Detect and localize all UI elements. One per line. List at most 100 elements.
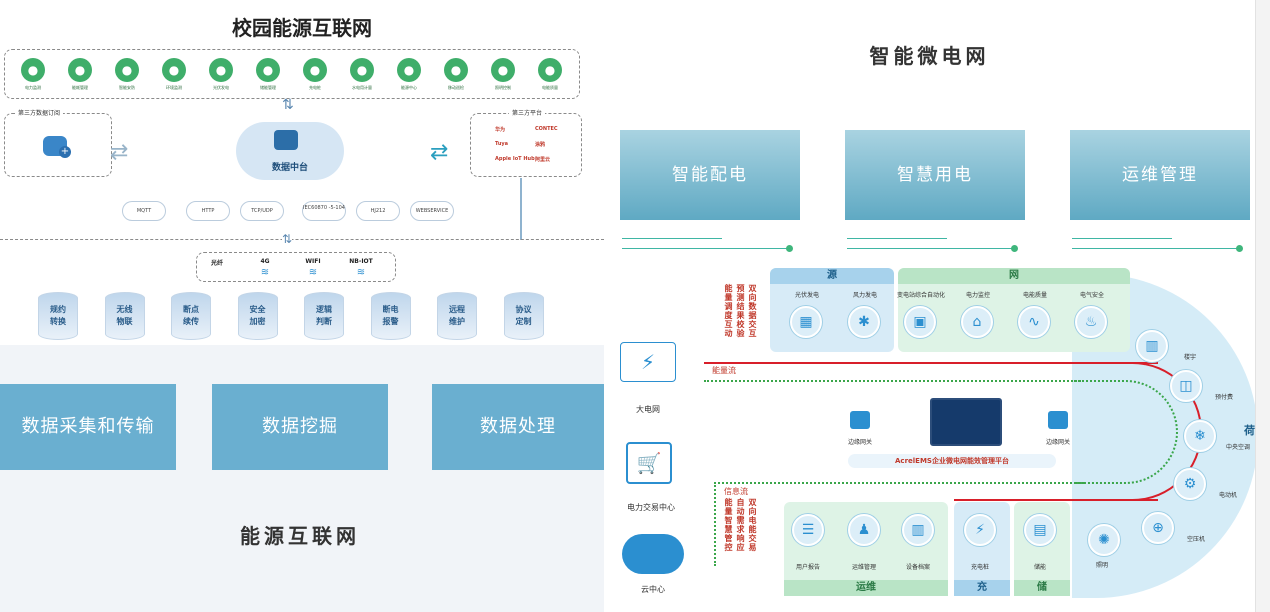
bottom-item-icon-2[interactable]: ▥ [902,514,934,546]
top-icon-label-7: 水电用计量 [352,85,372,90]
wifi-icon-2: ≋ [308,267,318,278]
gateway-right-label: 边缘网关 [1045,439,1070,446]
underline-short-0 [622,238,722,239]
cloud-center-label: 云中心 [641,585,665,594]
left-right-arrow-icon-2: ⇄ [430,140,449,165]
grid-item-label-2: 电能质量 [1022,292,1047,299]
load-item-label-0: 楼宇 [1183,354,1196,361]
underline-long-2 [1072,248,1240,249]
grid-item-icon-1[interactable]: ⌂ [961,306,993,338]
protocol-cloud-4: HJ212 [356,201,400,221]
load-item-icon-0[interactable]: ▥ [1136,330,1168,362]
underline-long-1 [847,248,1015,249]
load-item-label-1: 预付费 [1214,394,1233,401]
wifi-icon-3: ≋ [356,267,366,278]
bottom-item-icon-3[interactable]: ⚡ [964,514,996,546]
top-icon-7[interactable]: ● [350,58,374,82]
left-panel: 校园能源互联网 ●电力监测●能耗管理●智能安防●环境监测●光伏发电●储能管理●充… [0,0,604,612]
energy-flow-label: 能量流 [712,366,736,375]
vertical-scrollbar[interactable] [1255,0,1270,612]
underline-long-0 [622,248,790,249]
protocol-cloud-0: MQTT [122,201,166,221]
micro-grid-button-1[interactable]: 智慧用电 [845,130,1025,220]
bottom-item-icon-4[interactable]: ▤ [1024,514,1056,546]
vertical-text-bottom-0: 能量智慧管控 [724,498,733,552]
top-icon-5[interactable]: ● [256,58,280,82]
source-header: 源 [770,268,894,284]
third-party-data-box: 第三方数据订阅 + [4,108,112,177]
source-item-icon-1[interactable]: ✱ [848,306,880,338]
top-icon-9[interactable]: ● [444,58,468,82]
top-icon-6[interactable]: ● [303,58,327,82]
wifi-icon-1: ≋ [260,267,270,278]
gateway-left-label: 边缘网关 [847,439,872,446]
info-bus-bottom [714,482,1084,484]
top-icon-8[interactable]: ● [397,58,421,82]
top-icon-1[interactable]: ● [68,58,92,82]
micro-grid-button-2[interactable]: 运维管理 [1070,130,1250,220]
bottom-item-label-1: 运维管理 [851,564,876,571]
bottom-item-label-4: 储能 [1033,564,1046,571]
grid-item-icon-0[interactable]: ▣ [904,306,936,338]
load-item-icon-2[interactable]: ❄ [1184,420,1216,452]
grid-item-icon-3[interactable]: ♨ [1075,306,1107,338]
load-item-icon-4[interactable]: ⊕ [1142,512,1174,544]
underline-short-2 [1072,238,1172,239]
bottom-item-icon-0[interactable]: ☰ [792,514,824,546]
top-icon-label-2: 智能安防 [119,85,135,90]
load-item-label-3: 电动机 [1218,492,1237,499]
data-center-cloud: 数据中台 [236,122,344,180]
micro-grid-button-0[interactable]: 智能配电 [620,130,800,220]
vertical-arrow-icon-2: ⇅ [282,232,293,246]
top-icon-label-3: 环境监测 [166,85,182,90]
function-cylinder-1 [104,292,145,340]
top-icon-label-4: 光伏发电 [213,85,229,90]
third-party-data-title: 第三方数据订阅 [15,108,64,117]
server-icon [274,130,298,150]
platform-logo-5: 阿里云 [535,157,551,163]
function-cylinder-0 [38,292,78,340]
bottom-item-icon-1[interactable]: ♟ [848,514,880,546]
load-item-icon-3[interactable]: ⚙ [1174,468,1206,500]
top-icon-11[interactable]: ● [538,58,562,82]
function-cylinder-5 [370,292,411,340]
top-icon-label-0: 电力监测 [25,85,41,90]
gateway-left-icon [850,411,870,429]
info-bus-curve [1074,380,1178,484]
cloud-center-icon [622,534,684,574]
underline-dot-0 [786,245,793,252]
top-icon-label-5: 储能管理 [260,85,276,90]
platform-logo-2: Tuya [495,141,509,147]
left-button-2[interactable]: 数据处理 [432,384,604,470]
source-item-label-0: 光伏发电 [794,292,819,299]
load-item-label-5: 照明 [1095,562,1108,569]
load-header: 荷 [1244,424,1255,437]
third-party-platform-title: 第三方平台 [509,108,546,117]
top-icon-2[interactable]: ● [115,58,139,82]
load-item-icon-1[interactable]: ◫ [1170,370,1202,402]
bottom-item-label-0: 用户报告 [795,564,820,571]
data-center-label: 数据中台 [271,163,308,173]
underline-dot-2 [1236,245,1243,252]
left-button-1[interactable]: 数据挖掘 [212,384,388,470]
divider-line [0,239,604,240]
grid-item-icon-2[interactable]: ∿ [1018,306,1050,338]
load-item-icon-5[interactable]: ✺ [1088,524,1120,556]
info-bus-left [714,482,716,566]
function-cylinder-2 [171,292,211,340]
top-icon-0[interactable]: ● [21,58,45,82]
top-icon-4[interactable]: ● [209,58,233,82]
top-icon-3[interactable]: ● [162,58,186,82]
left-button-0[interactable]: 数据采集和传输 [0,384,176,470]
plus-icon: + [59,146,71,158]
function-cylinder-6 [437,292,477,340]
charge-footer: 充 [954,580,1010,596]
top-icon-10[interactable]: ● [491,58,515,82]
platform-logo-3: 涂鸦 [535,142,546,148]
load-item-label-2: 中央空调 [1225,444,1250,451]
platform-logo-1: CONTEC [535,126,558,132]
network-label-3: NB-IOT [349,258,373,265]
source-item-icon-0[interactable]: ▦ [790,306,822,338]
vertical-text-top-0: 能量调度互动 [724,284,733,338]
